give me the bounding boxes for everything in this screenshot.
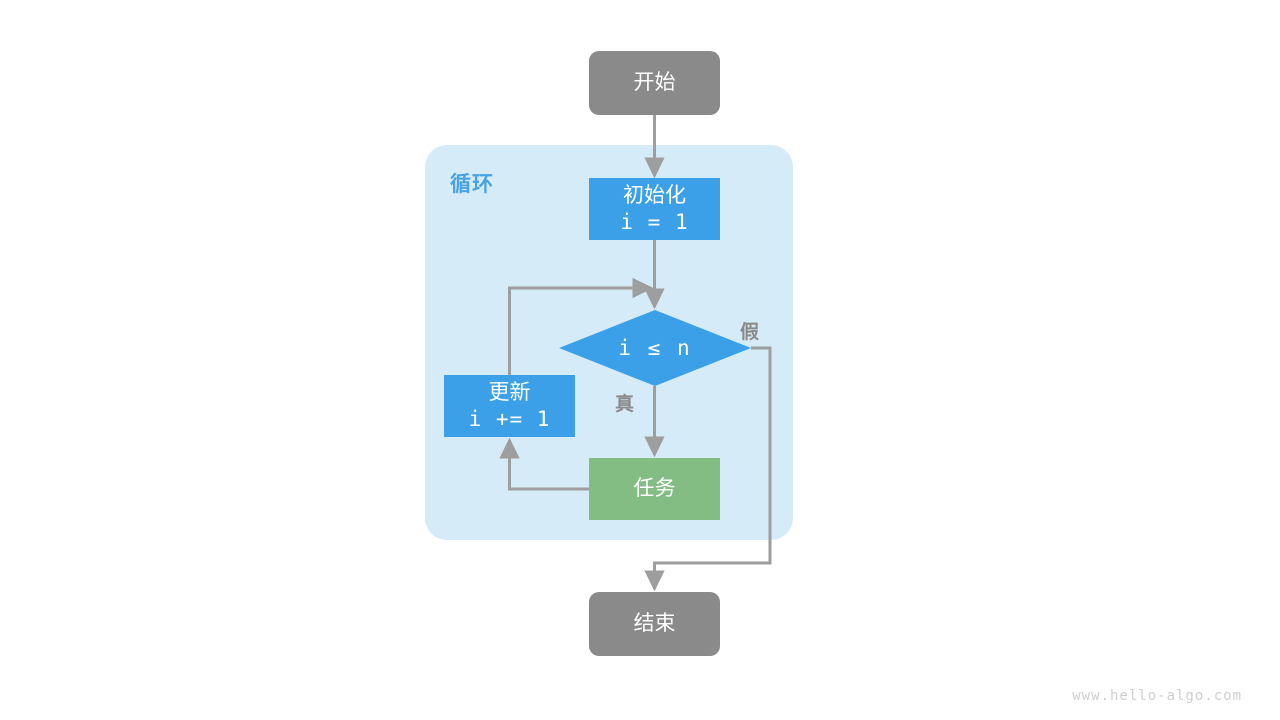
edge-label-true: 真 [615,394,635,415]
edge-label-false: 假 [740,322,760,343]
watermark: www.hello-algo.com [1072,688,1242,704]
node-update-label: 更新 [488,380,531,404]
node-end[interactable]: 结束 [589,592,720,656]
node-init[interactable]: 初始化 i = 1 [589,178,720,240]
node-init-code: i = 1 [620,210,689,234]
node-init-label: 初始化 [623,183,686,207]
node-task[interactable]: 任务 [589,458,720,520]
node-update[interactable]: 更新 i += 1 [444,375,575,437]
node-start[interactable]: 开始 [589,51,720,115]
node-task-label: 任务 [633,476,676,500]
node-end-label: 结束 [633,611,676,635]
node-decision-label: i ≤ n [618,336,692,360]
node-decision[interactable]: i ≤ n [559,310,751,386]
node-start-label: 开始 [633,70,676,94]
node-update-code: i += 1 [468,407,551,431]
loop-container-label: 循环 [450,173,494,196]
